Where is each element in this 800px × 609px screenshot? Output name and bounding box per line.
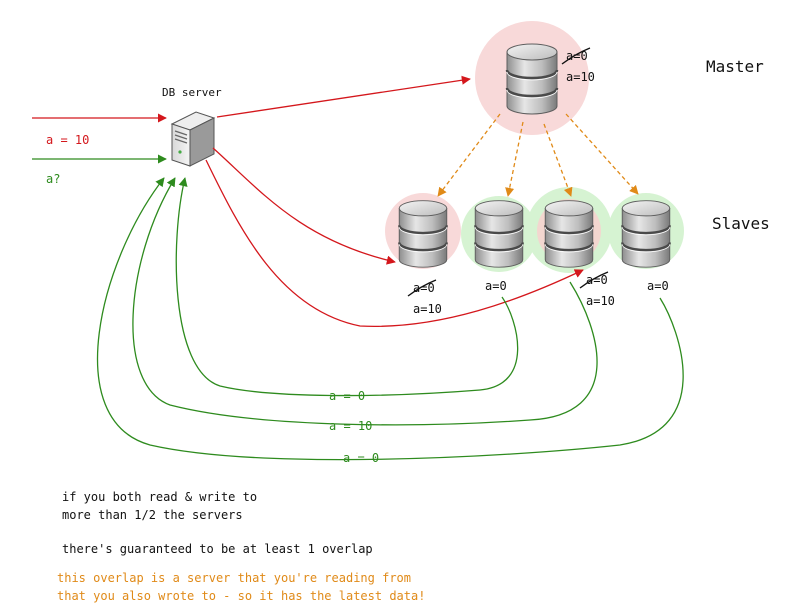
slave-3-old-value: a=0 [586,273,608,287]
slave-4-value: a=0 [647,279,669,293]
server-tower-icon [170,111,216,167]
response-arrow [132,177,598,426]
slave-node [385,193,461,269]
strike-mark [561,47,591,65]
replicate-arrow [543,123,573,197]
slave-node [526,187,612,273]
database-icon [474,199,524,269]
strike-mark [579,271,609,289]
database-icon [621,199,671,269]
note-line: more than 1/2 the servers [62,508,243,522]
slave-1-old-value: a=0 [413,281,435,295]
slave-node [608,193,684,269]
write-to-slave-3-arrow [205,159,584,328]
database-icon [544,199,594,269]
slave-1-new-value: a=10 [413,302,442,316]
db-server: DB server [162,86,222,167]
response-label: a = 0 [329,389,365,403]
master-node: a=0 a=10 [475,21,595,135]
response-label: a = 10 [329,419,372,433]
slave-node [461,196,537,272]
response-arrow [175,177,519,397]
master-old-value: a=0 [566,49,588,63]
strike-mark [407,279,437,297]
slave-3-new-value: a=10 [586,294,615,308]
read-request-label: a? [46,172,60,186]
response-label: a = 0 [343,451,379,465]
replicate-arrow [437,113,501,197]
database-icon [398,199,448,269]
note-highlight-line: this overlap is a server that you're rea… [57,571,411,585]
response-arrow [96,177,684,461]
slave-2-value: a=0 [485,279,507,293]
replicate-arrow [505,121,524,197]
write-to-master-arrow [216,75,471,118]
write-request-label: a = 10 [46,133,89,147]
note-line: if you both read & write to [62,490,257,504]
replicate-arrow [565,113,639,195]
write-to-slave-1-arrow [212,147,396,265]
note-line: there's guaranteed to be at least 1 over… [62,542,373,556]
note-highlight-line: that you also wrote to - so it has the l… [57,589,425,603]
master-new-value: a=10 [566,70,595,84]
database-icon [505,42,559,116]
master-label: Master [706,57,764,76]
db-server-label: DB server [162,86,222,99]
slaves-label: Slaves [712,214,770,233]
